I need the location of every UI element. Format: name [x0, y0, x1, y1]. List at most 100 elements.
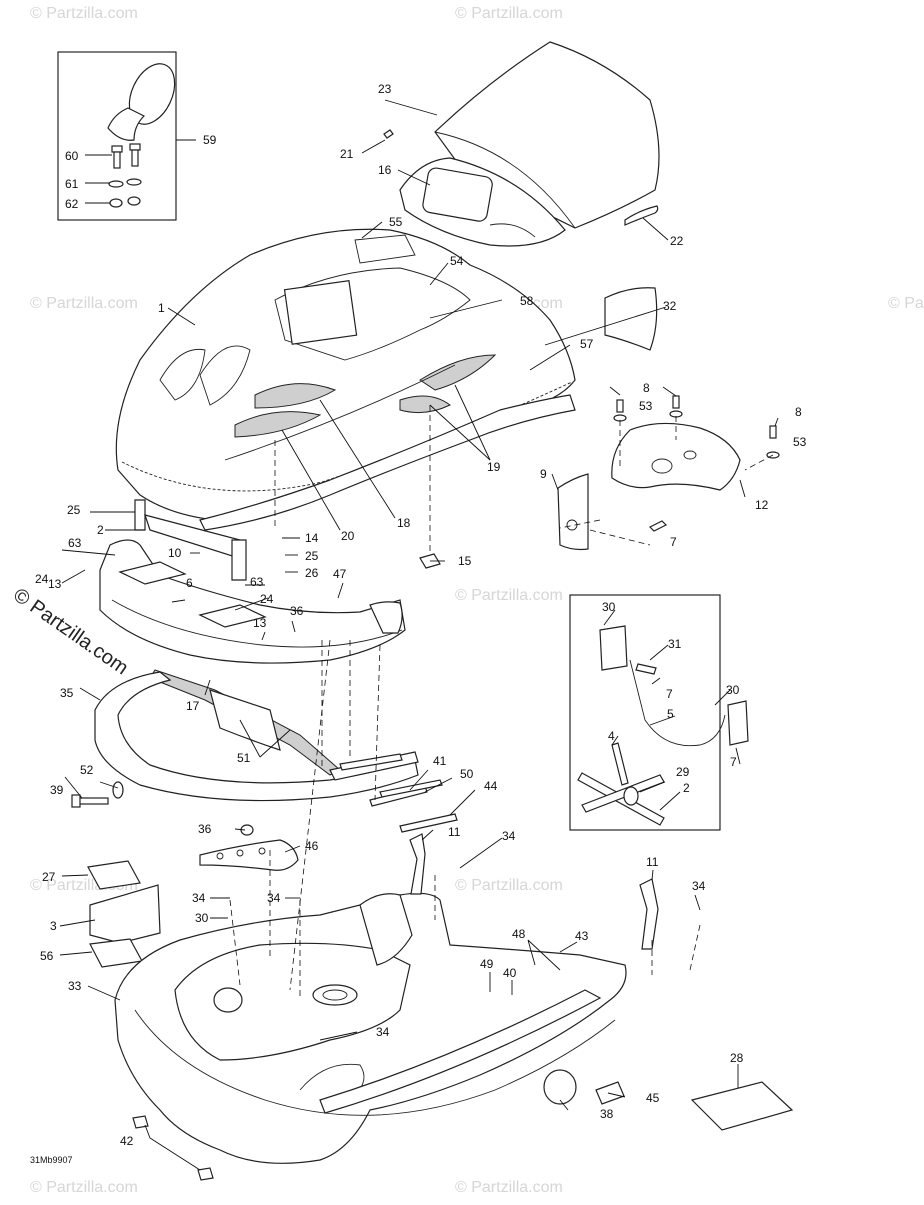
callout-c34b: 34 [692, 879, 706, 893]
callout-c30c: 30 [195, 911, 209, 925]
callout-c30b: 30 [726, 683, 740, 697]
rivet-7 [648, 520, 668, 532]
callout-c61: 61 [65, 177, 79, 191]
callout-c27: 27 [42, 870, 56, 884]
bracket-11b [639, 878, 659, 950]
callout-c38: 38 [600, 1107, 614, 1121]
callout-c17: 17 [186, 699, 200, 713]
callout-c8a: 8 [643, 381, 650, 395]
callout-c47: 47 [333, 567, 347, 581]
pads-27-3-56 [87, 860, 161, 968]
handle-22 [624, 205, 659, 226]
callout-c26: 26 [305, 566, 319, 580]
watermark: © Partzilla.com [455, 1179, 563, 1196]
callout-c6: 6 [186, 576, 193, 590]
callout-c2a: 2 [97, 523, 104, 537]
watermark: © Partzilla.com [455, 587, 563, 604]
watermark: © Partzilla.com [30, 295, 138, 312]
callout-c23: 23 [378, 82, 392, 96]
callout-c34c: 34 [192, 891, 206, 905]
cap-38 [543, 1069, 577, 1105]
callout-c62: 62 [65, 197, 79, 211]
callout-c19: 19 [487, 460, 501, 474]
callout-c24a: 24 [35, 572, 49, 586]
bracket-46 [199, 839, 299, 871]
callout-labels: 1223456777889101111121313141516171819202… [35, 82, 807, 1148]
callout-c20: 20 [341, 529, 355, 543]
callout-c53b: 53 [793, 435, 807, 449]
cable-inset-parts [577, 625, 749, 826]
callout-c43: 43 [575, 929, 589, 943]
callout-c53a: 53 [639, 399, 653, 413]
mirror-part [107, 63, 176, 141]
hood [115, 228, 576, 531]
callout-c5: 5 [667, 707, 674, 721]
callout-c7a: 7 [670, 535, 677, 549]
callout-c25a: 25 [67, 503, 81, 517]
callout-c24b: 24 [260, 592, 274, 606]
callout-c10: 10 [168, 546, 182, 560]
callout-c11b: 11 [646, 855, 659, 869]
callout-c30a: 30 [602, 600, 616, 614]
watermark: © Partzilla.com [455, 5, 563, 22]
callout-c22: 22 [670, 234, 684, 248]
callout-c50: 50 [460, 767, 474, 781]
callout-c52: 52 [80, 763, 94, 777]
callout-c59: 59 [203, 133, 217, 147]
emblem-45 [595, 1081, 625, 1105]
callout-c4: 4 [608, 729, 615, 743]
watermark: © Partzilla.com [888, 295, 924, 312]
watermark: © Partzilla.com [455, 877, 563, 894]
callout-c48: 48 [512, 927, 526, 941]
callout-c55: 55 [389, 215, 403, 229]
belly-pan-33 [114, 892, 627, 1164]
callout-c16: 16 [378, 163, 392, 177]
callout-c32: 32 [663, 299, 677, 313]
callout-c21: 21 [340, 147, 354, 161]
pad-28 [690, 1081, 794, 1131]
bracket-9 [557, 473, 589, 551]
callout-c56: 56 [40, 949, 54, 963]
callout-c28: 28 [730, 1051, 744, 1065]
callout-c41: 41 [433, 754, 447, 768]
callout-c63b: 63 [250, 575, 264, 589]
grommets-42 [132, 1115, 214, 1181]
callout-c45: 45 [646, 1091, 660, 1105]
front-bracket-assembly [99, 499, 406, 664]
callout-c34d: 34 [267, 891, 281, 905]
watermark: © Partzilla.com [30, 5, 138, 22]
diagram-code: 31Mb9907 [30, 1155, 73, 1165]
reinforcement-51 [149, 669, 341, 776]
side-panel-12 [611, 422, 741, 491]
bolt-39-52 [71, 781, 124, 808]
leader-lines [59, 99, 779, 1171]
cable-inset-box [569, 594, 721, 831]
callout-c9: 9 [540, 467, 547, 481]
callout-c57: 57 [580, 337, 594, 351]
callout-c46: 46 [305, 839, 319, 853]
callout-c8b: 8 [795, 405, 802, 419]
callout-c44: 44 [484, 779, 498, 793]
callout-c14: 14 [305, 531, 319, 545]
callout-c7b: 7 [666, 687, 673, 701]
watermark: © Partzilla.com [30, 1179, 138, 1196]
callout-c36a: 36 [290, 604, 304, 618]
callout-c33: 33 [68, 979, 82, 993]
callout-c3: 3 [50, 919, 57, 933]
callout-c25b: 25 [305, 549, 319, 563]
assembly-dashed-lines [229, 405, 774, 1000]
callout-c60: 60 [65, 149, 79, 163]
callout-c35: 35 [60, 686, 74, 700]
callout-c54: 54 [450, 254, 464, 268]
mirror-inset-box [57, 51, 177, 221]
callout-c13a: 13 [48, 577, 62, 591]
callout-c12: 12 [755, 498, 769, 512]
callout-c34e: 34 [376, 1025, 390, 1039]
panel-32 [604, 287, 658, 351]
callout-c2b: 2 [683, 781, 690, 795]
screw-21 [383, 129, 394, 139]
console [399, 157, 566, 247]
callout-c15: 15 [458, 554, 472, 568]
